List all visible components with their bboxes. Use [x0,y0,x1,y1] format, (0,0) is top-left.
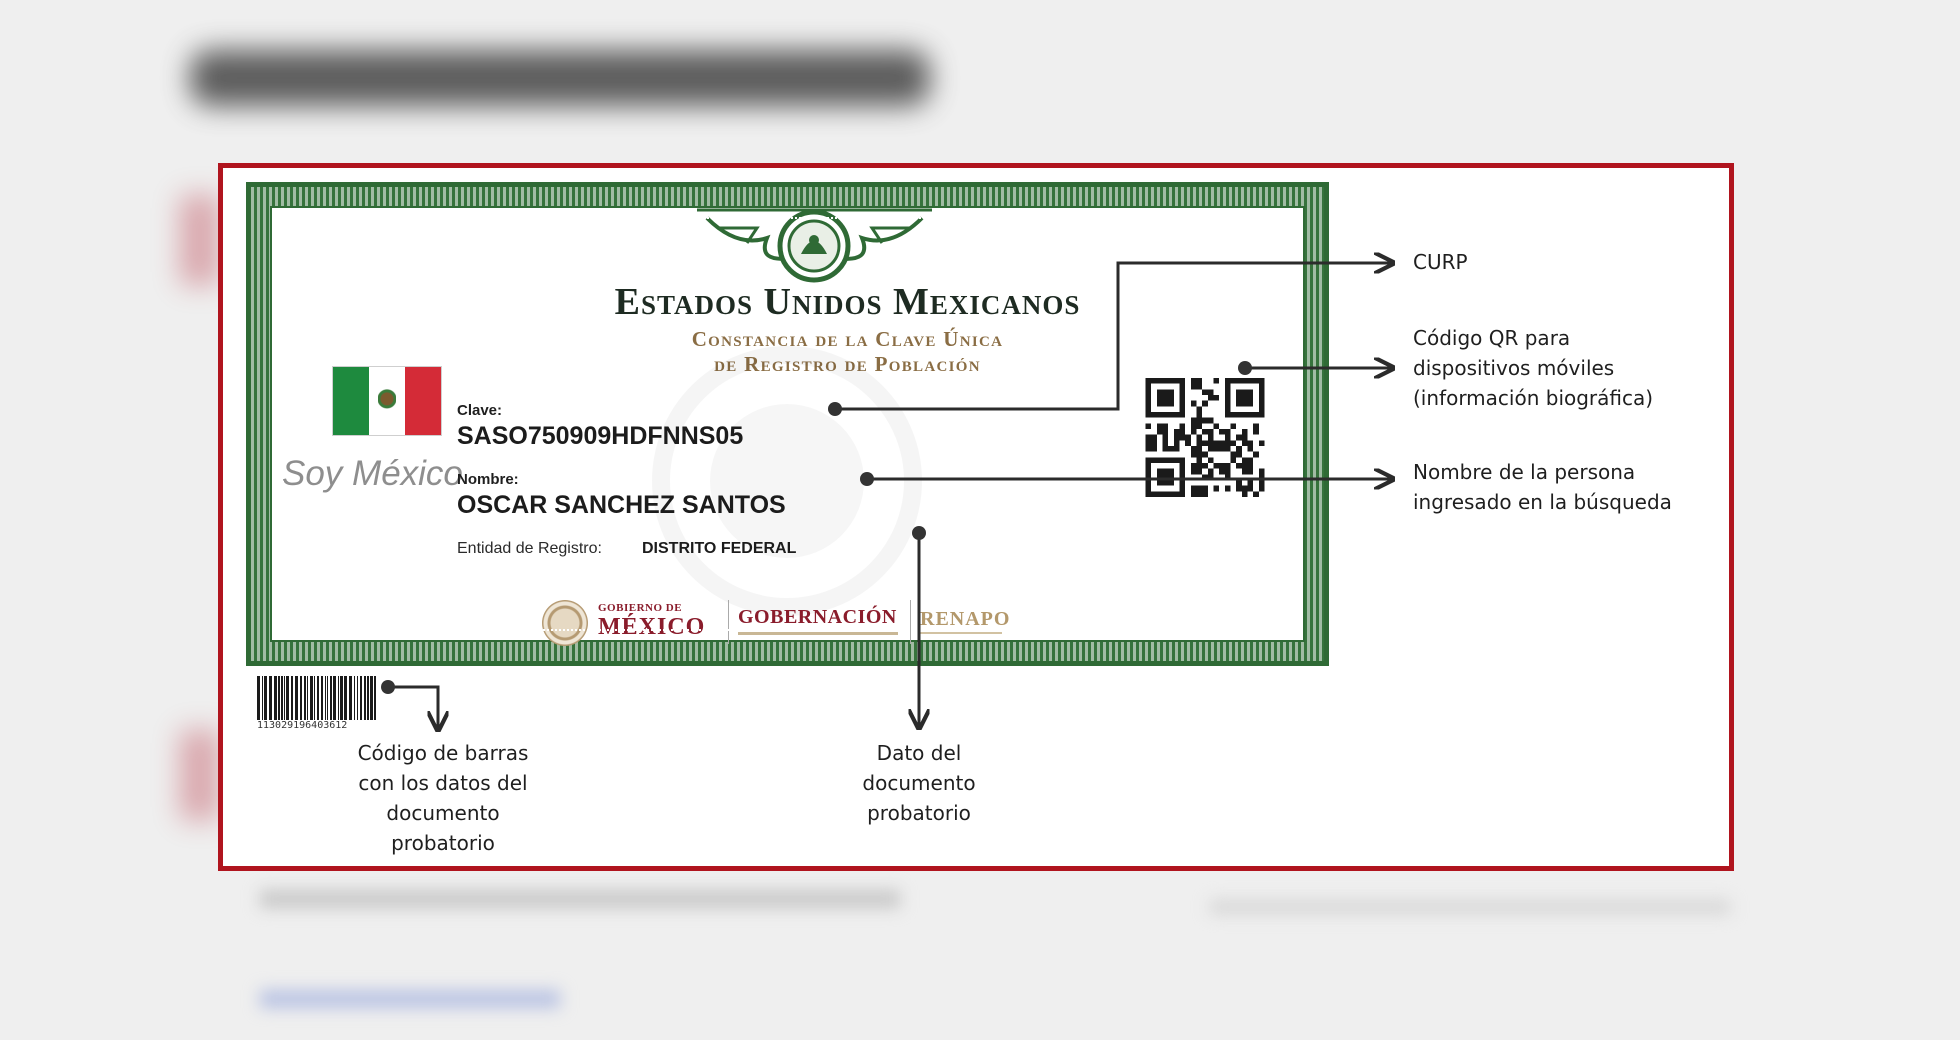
gobierno-de-text: GOBIERNO DE [598,602,683,614]
blurred-accent-bottom [180,730,220,820]
infographic-frame: Estados Unidos Mexicanos Constancia de l… [218,163,1734,871]
annotation-barcode-line4: probatorio [391,831,495,855]
nombre-value: OSCAR SANCHEZ SANTOS [457,491,786,519]
nombre-label: Nombre: [457,471,519,488]
annotation-barcode-line1: Código de barras [357,741,529,765]
logo-divider [910,600,911,644]
annotation-dato-line3: probatorio [867,801,971,825]
blurred-accent-top [180,195,220,285]
clave-value: SASO750909HDFNNS05 [457,422,744,450]
blurred-headline [190,50,930,106]
blurred-text-line-right [1210,900,1730,914]
annotation-nombre-line1: Nombre de la persona [1413,460,1636,484]
annotation-nombre: Nombre de la persona ingresado en la bús… [1413,457,1672,517]
annotation-dato-line1: Dato del [876,741,962,765]
blurred-text-line [260,890,900,908]
renapo-logo-text: RENAPO [920,608,1011,630]
mexico-logo-text: MÉXICO [598,614,706,640]
barcode [257,676,376,720]
annotation-dato: Dato del documento probatorio [819,738,1019,828]
clave-label: Clave: [457,402,503,419]
certificate-title: Estados Unidos Mexicanos [614,281,1081,323]
qr-code [1145,378,1265,497]
mexican-flag-icon [332,366,442,436]
annotation-barcode: Código de barras con los datos del docum… [323,738,563,858]
soy-mexico-slogan: Soy México [282,454,463,493]
annotation-curp: CURP [1413,250,1468,274]
logo-divider [728,600,729,644]
entidad-value: DISTRITO FEDERAL [642,540,797,557]
entidad-label: Entidad de Registro: [457,540,602,557]
annotation-qr-line3: (información biográfica) [1413,386,1654,410]
certificate-body: Estados Unidos Mexicanos Constancia de l… [270,206,1305,646]
gobernacion-logo-text: GOBERNACIÓN [738,606,897,628]
government-seal-icon [542,600,588,646]
annotation-qr-line2: dispositivos móviles [1413,356,1615,380]
seal-watermark [652,346,922,616]
annotation-qr-line1: Código QR para [1413,326,1571,350]
gobernacion-underline [738,632,898,635]
renapo-underline [920,632,1002,634]
annotation-barcode-line2: con los datos del [358,771,528,795]
annotation-dato-line2: documento [862,771,976,795]
annotation-qr: Código QR para dispositivos móviles (inf… [1413,323,1653,413]
curp-certificate: Estados Unidos Mexicanos Constancia de l… [246,182,1329,666]
barcode-number: 113029196403612 [257,720,348,731]
annotation-nombre-line2: ingresado en la búsqueda [1413,490,1672,514]
government-logos: GOBIERNO DE MÉXICO GOBERNACIÓN RENAPO [542,596,1042,652]
annotation-barcode-line3: documento [386,801,500,825]
national-crest-icon [697,208,932,283]
blurred-link-line [260,990,560,1008]
